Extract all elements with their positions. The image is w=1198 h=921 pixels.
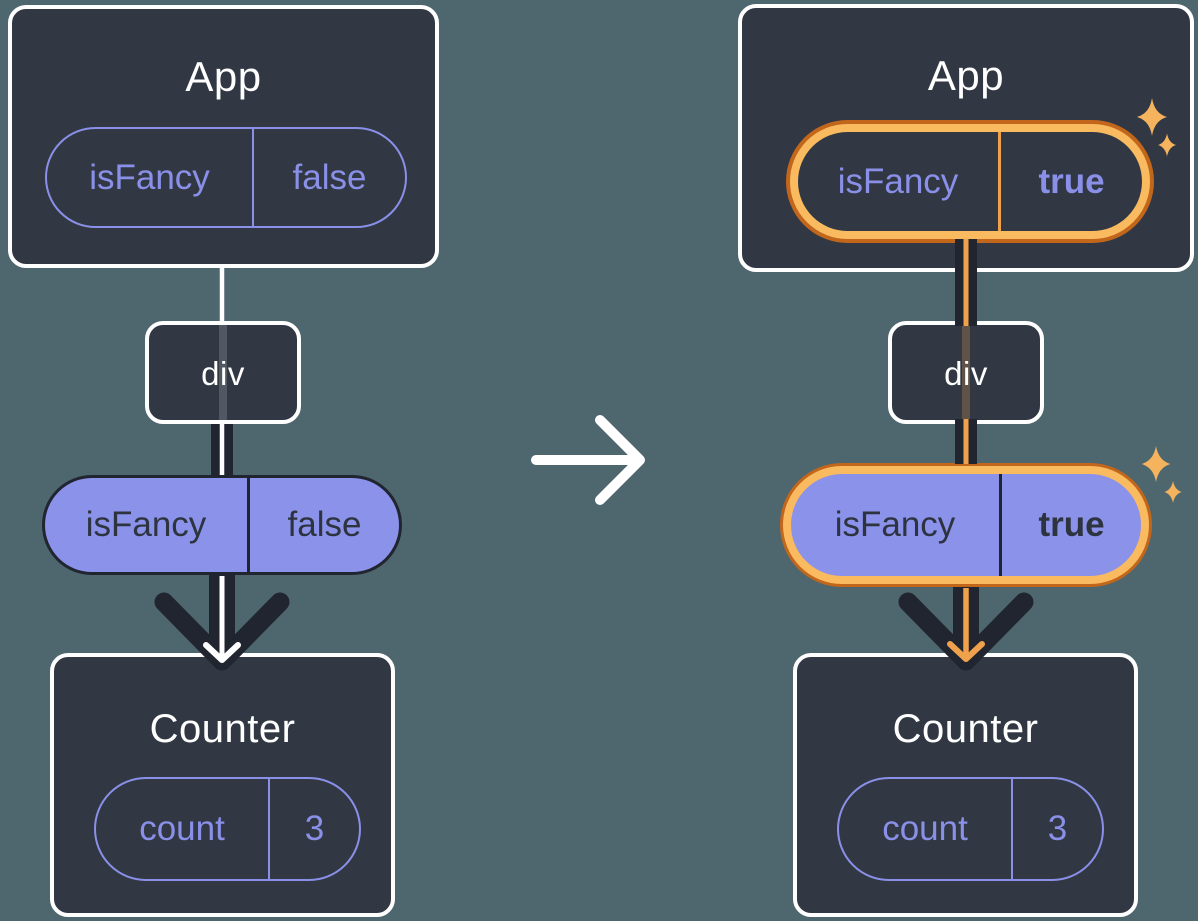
prop-flow-arrow-before: [154, 574, 290, 671]
sparkle-icon: [1141, 446, 1182, 503]
counter-title: Counter: [149, 707, 296, 751]
state-pill-after: count 3: [837, 777, 1104, 881]
state-name-cell: count: [839, 779, 1013, 879]
prop-value-cell: false: [292, 157, 367, 197]
prop-value-cell: false: [287, 505, 362, 544]
counter-component-box-before: Counter count 3: [50, 653, 395, 917]
state-value-cell: 3: [304, 809, 325, 848]
div-label: div: [944, 355, 988, 392]
counter-component-box-after: Counter count 3: [793, 653, 1138, 917]
state-name-cell: count: [96, 779, 270, 879]
prop-value-cell: true: [1038, 505, 1105, 544]
highlight-ring: isFancy true: [786, 120, 1154, 243]
transition-arrow-icon: [531, 415, 645, 505]
app-component-box-after: App isFancy true: [738, 4, 1194, 272]
prop-name-cell: isFancy: [45, 478, 250, 572]
div-element-box-after: div: [888, 321, 1044, 424]
app-component-box-before: App isFancy false: [8, 5, 439, 268]
app-title: App: [185, 53, 262, 100]
connector-div-pill-before: [211, 424, 233, 476]
prop-value-cell: true: [1038, 161, 1105, 201]
state-pill-before: count 3: [94, 777, 361, 881]
prop-name-cell: isFancy: [791, 474, 1002, 576]
passthrough-line: [219, 325, 227, 420]
prop-pill-app-before: isFancy false: [45, 127, 407, 228]
passthrough-line: [962, 325, 970, 420]
prop-flow-arrow-after: [898, 587, 1034, 671]
div-element-box-before: div: [145, 321, 301, 424]
prop-name-cell: isFancy: [798, 132, 1001, 231]
highlight-ring: isFancy true: [780, 463, 1152, 587]
passed-prop-pill-before: isFancy false: [42, 475, 402, 575]
app-title: App: [927, 52, 1005, 99]
prop-pill-app-after: isFancy true: [798, 132, 1142, 231]
connector-div-pill-after: [955, 419, 977, 464]
div-label: div: [201, 355, 245, 392]
prop-name-cell: isFancy: [47, 129, 254, 226]
passed-prop-pill-after: isFancy true: [791, 474, 1141, 576]
counter-title: Counter: [892, 707, 1039, 751]
state-value-cell: 3: [1047, 809, 1068, 848]
